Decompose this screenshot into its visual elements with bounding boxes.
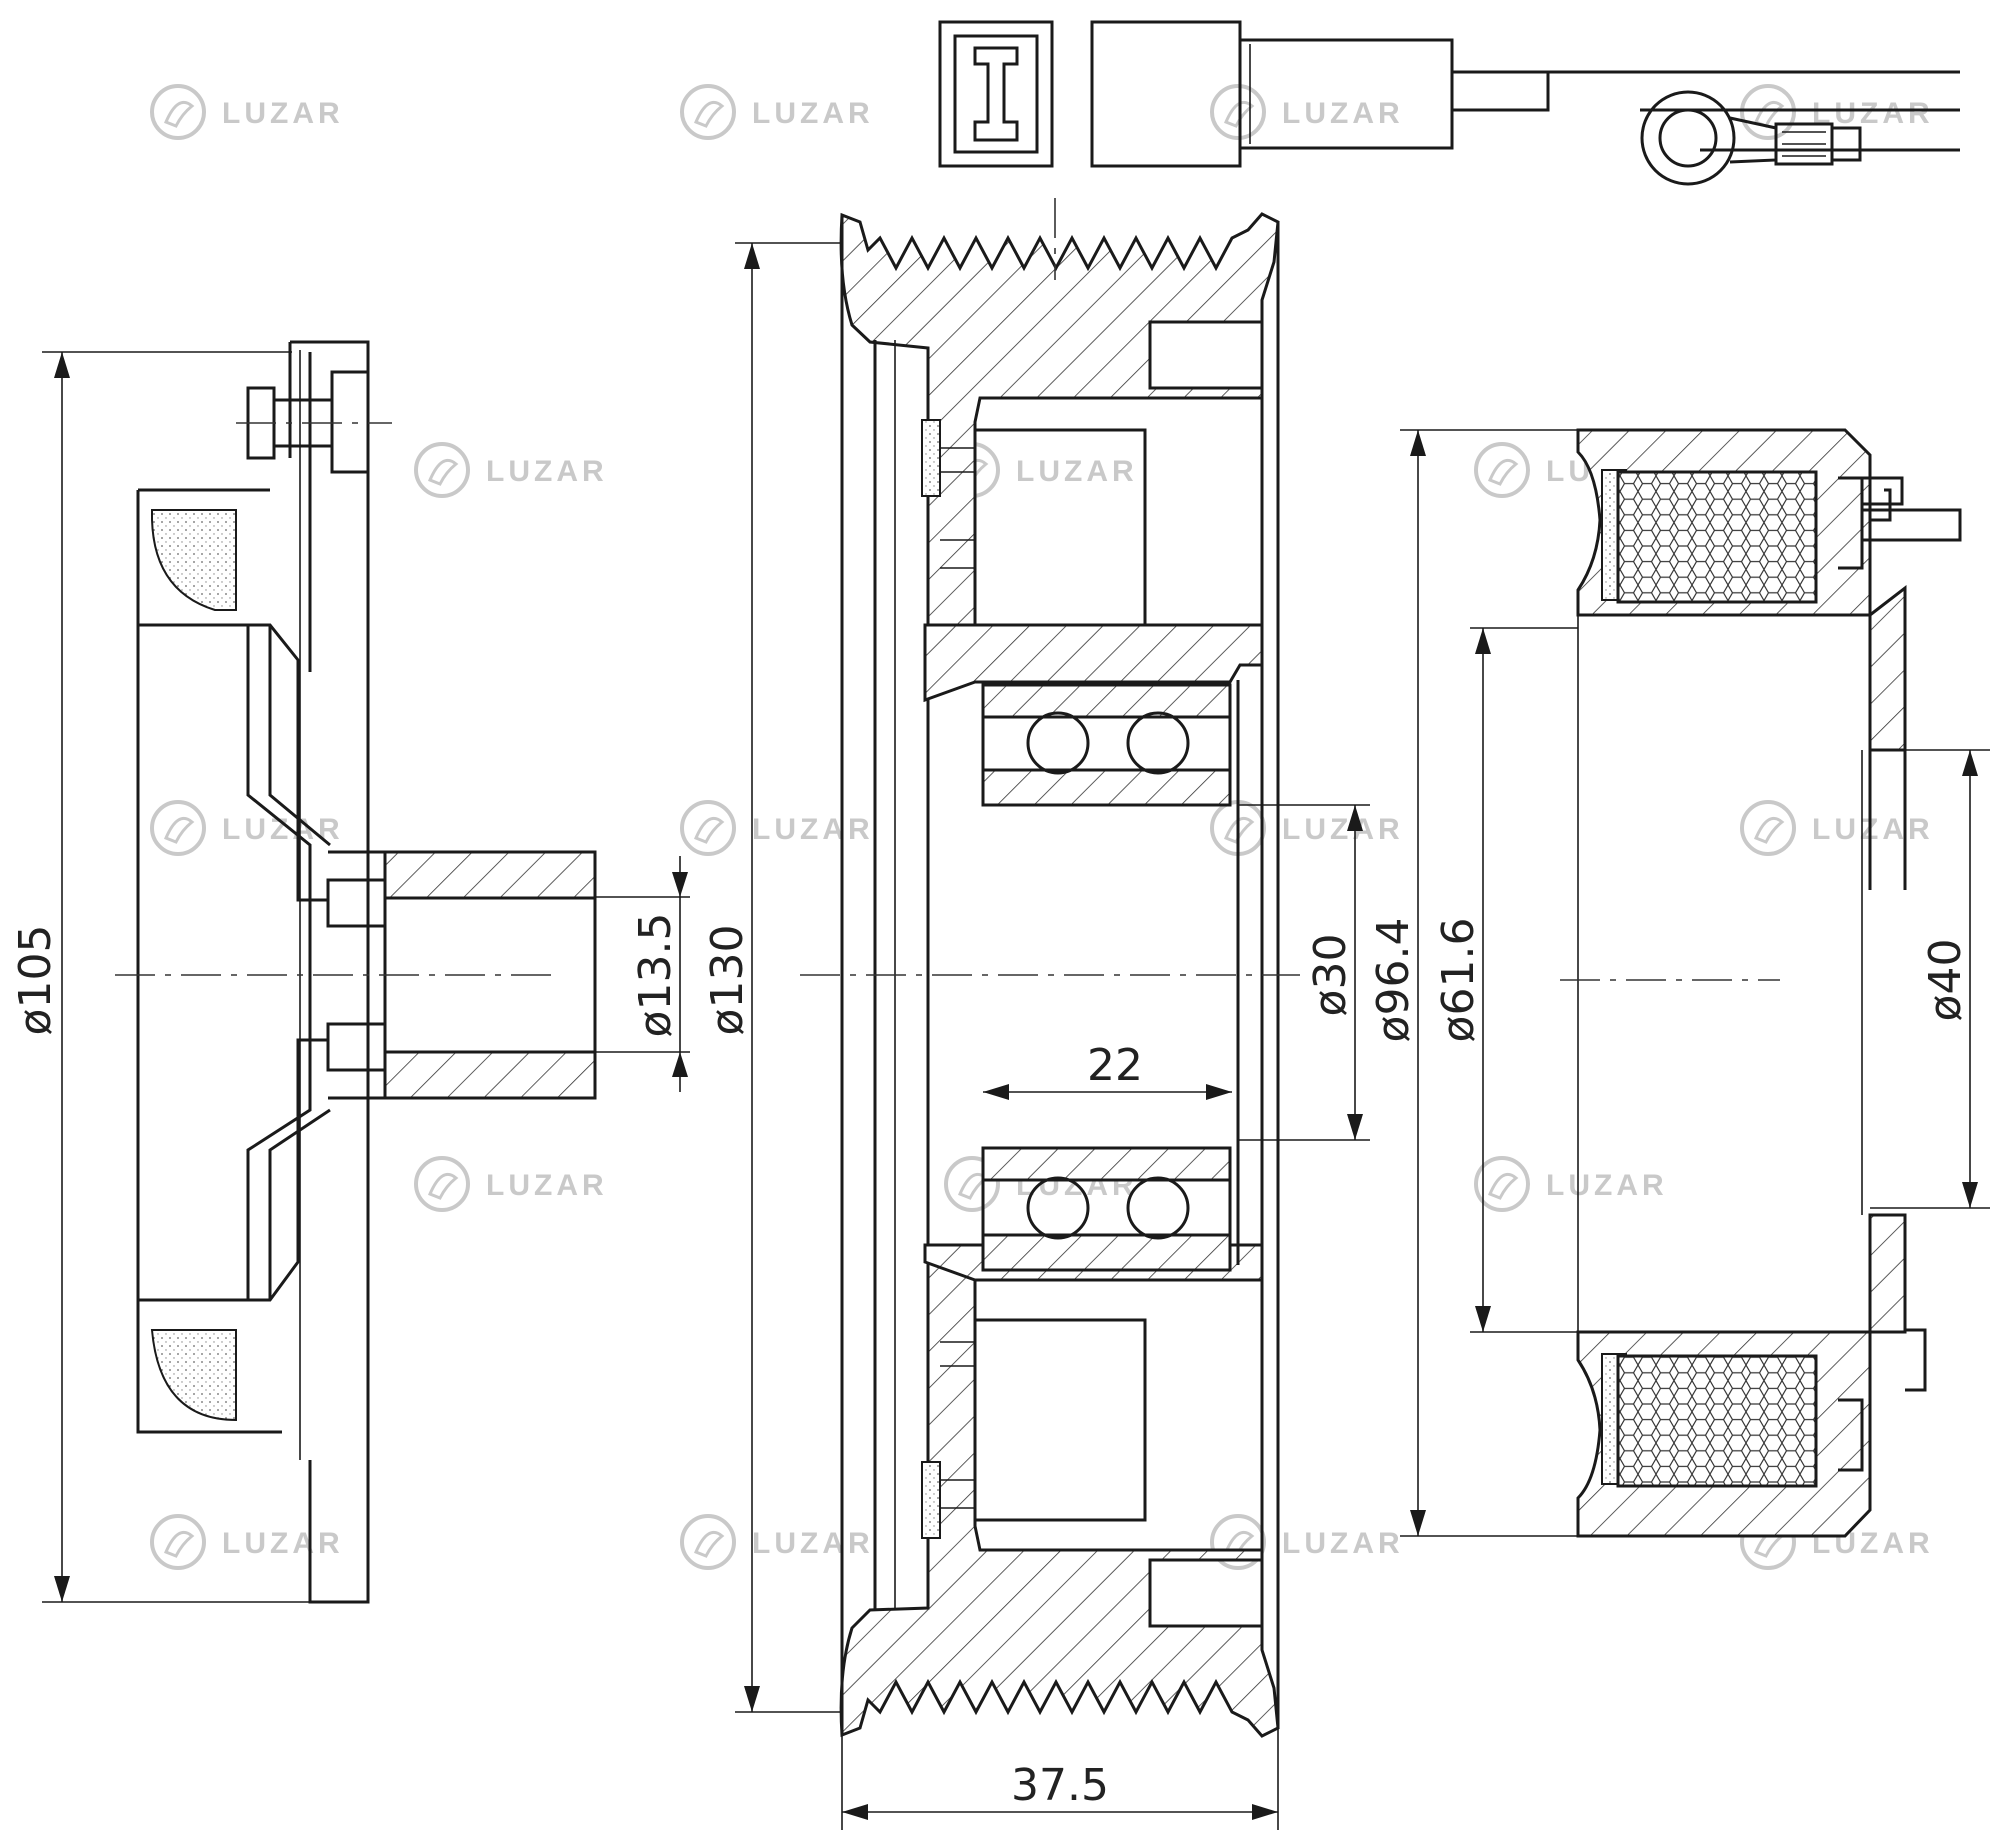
label-coil-inner-diameter: ø61.6 (1433, 918, 1484, 1043)
label-pulley-outer-diameter: ø130 (702, 925, 753, 1036)
dim-pulley-width: 37.5 (841, 1728, 1279, 1830)
svg-text:LUZAR: LUZAR (752, 1527, 874, 1560)
bearing-ball-bottom-right (1126, 1176, 1190, 1240)
svg-text:LUZAR: LUZAR (1282, 813, 1404, 846)
svg-text:LUZAR: LUZAR (486, 1169, 608, 1202)
watermark-r5c2: LUZAR (680, 1514, 874, 1570)
dim-coil-inner: ø61.6 (1433, 627, 1578, 1333)
coil-bottom-housing (1576, 1213, 1927, 1538)
dim-bearing-width: 22 (983, 1040, 1232, 1100)
label-pulley-width: 37.5 (1011, 1760, 1109, 1811)
pulley-section-view (800, 198, 1300, 1738)
label-bearing-inner-diameter: ø30 (1305, 934, 1356, 1017)
dim-coil-outer: ø96.4 (1368, 429, 1578, 1537)
coil-body-lines (1560, 615, 1907, 1332)
svg-text:LUZAR: LUZAR (1016, 455, 1138, 488)
watermark-r4c1: LUZAR (414, 1156, 608, 1212)
coil-winding-bottom (1616, 1354, 1818, 1488)
svg-text:LUZAR: LUZAR (1812, 813, 1934, 846)
connector-front-view (938, 20, 1054, 168)
watermark-r5c3: LUZAR (1210, 1514, 1404, 1570)
svg-text:LUZAR: LUZAR (486, 455, 608, 488)
svg-text:LUZAR: LUZAR (1546, 1169, 1668, 1202)
dim-pulley-outer: ø130 (702, 242, 842, 1713)
watermark-r3c1: LUZAR (150, 800, 344, 856)
label-coil-outer-diameter: ø96.4 (1368, 918, 1419, 1043)
label-hub-bore-diameter: ø13.5 (630, 913, 681, 1038)
label-coil-bore-diameter: ø40 (1920, 939, 1971, 1022)
svg-text:LUZAR: LUZAR (1282, 1527, 1404, 1560)
label-hub-outer-diameter: ø105 (10, 925, 61, 1036)
svg-text:LUZAR: LUZAR (222, 97, 344, 130)
watermark-r1c1: LUZAR (150, 84, 344, 140)
bearing-ball-top-right (1126, 711, 1190, 775)
bearing-ball-top-left (1026, 711, 1090, 775)
watermark-layer: LUZAR LUZAR LUZAR LUZAR LUZAR LUZAR LUZA… (150, 84, 1934, 1570)
ring-terminal (1640, 90, 1862, 186)
coil-winding-top (1616, 470, 1818, 604)
pulley-magnet-slots (921, 419, 1147, 1539)
svg-text:LUZAR: LUZAR (1282, 97, 1404, 130)
hub-section-view (115, 340, 597, 1604)
svg-text:LUZAR: LUZAR (752, 97, 874, 130)
label-bearing-width: 22 (1087, 1040, 1143, 1091)
pulley-bearing (981, 683, 1232, 1272)
pulley-bottom-rim (839, 1243, 1280, 1738)
watermark-r1c4: LUZAR (1740, 84, 1930, 140)
watermark-r2c2: LUZAR (944, 442, 1138, 498)
hub-outline (136, 340, 370, 1604)
coil-top-housing (1576, 428, 1962, 752)
connector-assembly (938, 20, 1960, 186)
watermark-r1c3: LUZAR (1210, 84, 1404, 140)
watermark-r2c1: LUZAR (414, 442, 608, 498)
watermark-r3c3: LUZAR (1210, 800, 1404, 856)
svg-text:LUZAR: LUZAR (222, 1527, 344, 1560)
watermark-r3c2: LUZAR (680, 800, 874, 856)
dim-bearing-bore: ø30 (1238, 804, 1370, 1141)
watermark-r1c2: LUZAR (680, 84, 874, 140)
wire-harness (1452, 70, 1960, 152)
bearing-ball-bottom-left (1026, 1176, 1090, 1240)
coil-section-view (1560, 428, 1962, 1538)
hub-rivet-top (236, 370, 392, 474)
svg-text:LUZAR: LUZAR (222, 813, 344, 846)
dim-hub-outer: ø105 (10, 351, 310, 1603)
hub-friction-lining (150, 509, 237, 1422)
watermark-r5c1: LUZAR (150, 1514, 344, 1570)
watermark-r4c3: LUZAR (1474, 1156, 1668, 1212)
svg-text:LUZAR: LUZAR (752, 813, 874, 846)
dim-coil-bore: ø40 (1870, 749, 1990, 1209)
connector-side-view (1090, 20, 1454, 168)
dim-hub-bore: ø13.5 (595, 856, 690, 1092)
pulley-top-rim (839, 212, 1280, 627)
